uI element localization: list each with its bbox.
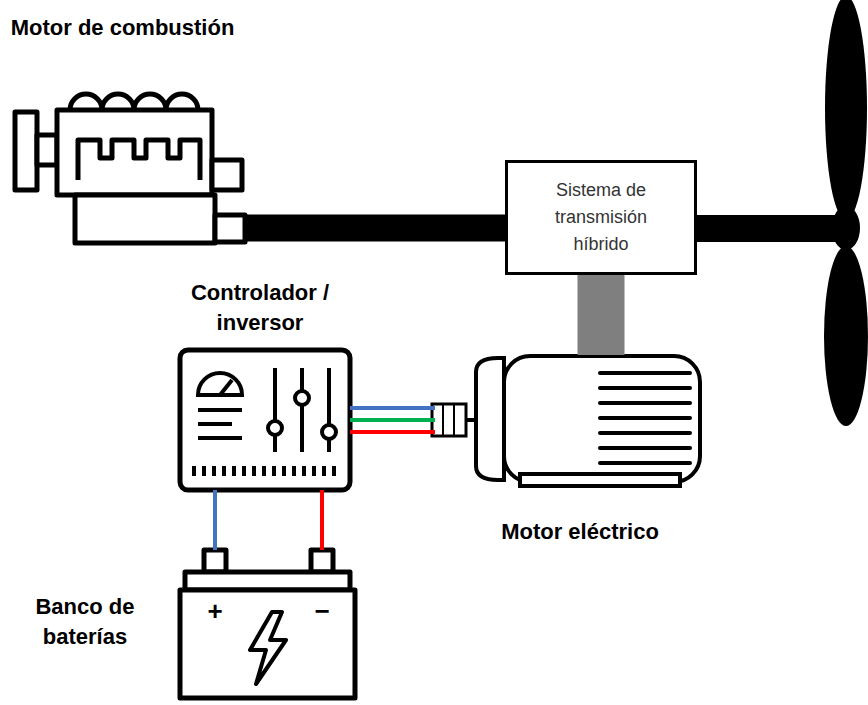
component-label: Motor eléctrico <box>455 517 705 547</box>
process-box: Sistema de transmisión híbrido <box>505 160 697 275</box>
drive-shaft <box>245 228 505 229</box>
vent-slot <box>332 466 336 476</box>
connector-strand <box>320 490 324 550</box>
connector-strand <box>578 275 625 355</box>
connector-strand <box>350 406 435 410</box>
vent-slot <box>302 466 306 476</box>
vent-slot <box>242 466 246 476</box>
propeller-shaft <box>690 215 845 242</box>
box-label: Sistema de transmisión híbrido <box>544 177 658 258</box>
vent-slot <box>212 466 216 476</box>
cooling-fin <box>600 446 690 450</box>
cooling-fin <box>600 431 690 435</box>
propeller-hub <box>832 206 860 250</box>
vent-slot <box>202 466 206 476</box>
vent-slot <box>272 466 276 476</box>
coupling-shaft <box>601 275 602 355</box>
propeller-blade <box>825 0 867 220</box>
battery-node: Banco de baterías <box>10 550 355 700</box>
cooling-fin <box>600 416 690 420</box>
three-phase-cable <box>350 408 435 432</box>
component-label: Banco de baterías <box>10 592 160 652</box>
connector-strand <box>350 430 435 434</box>
motor-symbol <box>432 356 700 486</box>
vent-slot <box>222 466 226 476</box>
polarity-sign: − <box>312 598 332 624</box>
controller-node: Controlador / inversor <box>160 270 350 490</box>
vent-slot <box>322 466 326 476</box>
engine-symbol <box>15 94 245 243</box>
vent-slot <box>292 466 296 476</box>
connector-strand <box>213 490 217 550</box>
propeller-blade <box>824 246 868 426</box>
component-label: Controlador / inversor <box>160 278 360 338</box>
vent-slot <box>262 466 266 476</box>
cooling-fin <box>600 371 690 375</box>
cooling-fin <box>600 401 690 405</box>
vent-slot <box>192 466 196 476</box>
cooling-fin <box>600 461 690 465</box>
vent-slot <box>232 466 236 476</box>
battery-symbol <box>180 550 355 698</box>
motor-node: Motor eléctrico <box>435 355 705 555</box>
connector-strand <box>350 418 435 422</box>
cooling-fin <box>600 386 690 390</box>
polarity-sign: + <box>205 598 225 624</box>
vent-slot <box>252 466 256 476</box>
vent-slot <box>312 466 316 476</box>
connector-strand <box>245 215 505 242</box>
engine-node: Motor de combustión <box>10 5 245 250</box>
controller-symbol <box>180 350 350 490</box>
component-label: Motor de combustión <box>10 13 235 43</box>
vent-slot <box>282 466 286 476</box>
dc-cable <box>215 490 322 550</box>
